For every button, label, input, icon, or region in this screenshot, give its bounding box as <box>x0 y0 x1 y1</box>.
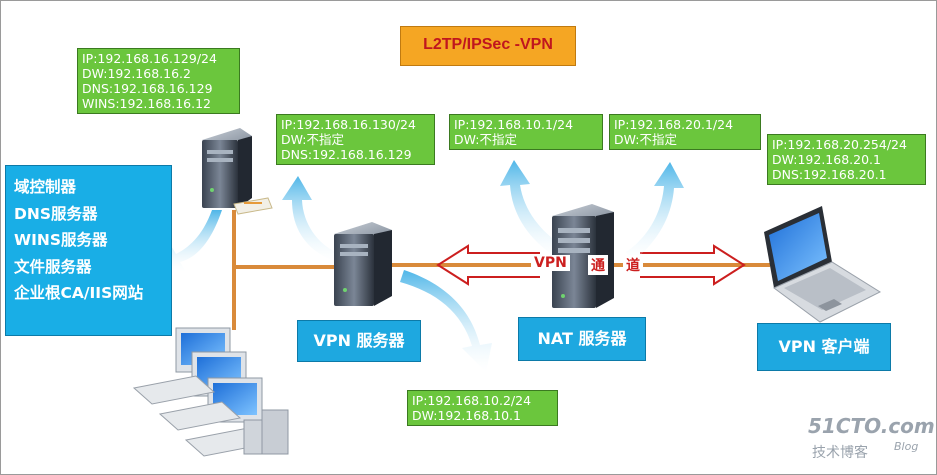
watermark-site: 51CTO.com <box>808 414 935 438</box>
tunnel-arrows <box>436 244 746 286</box>
workstations-icon <box>132 327 289 457</box>
watermark-blog: Blog <box>894 440 919 453</box>
client-gateway: DW:192.168.20.1 <box>772 152 881 167</box>
dc-roles-box: 域控制器 DNS服务器 WINS服务器 文件服务器 企业根CA/IIS网站 <box>5 165 172 336</box>
nat-inner-gateway: DW:不指定 <box>454 132 517 147</box>
vpn-outer-info-box: IP:192.168.10.2/24 DW:192.168.10.1 <box>407 390 558 426</box>
tunnel-arrow-right <box>640 244 746 286</box>
arrow-vpn-to-inner-info <box>282 176 336 262</box>
vpn-inner-gateway: DW:不指定 <box>281 132 344 147</box>
role-domain-controller: 域控制器 <box>14 178 77 196</box>
vpn-inner-dns: DNS:192.168.16.129 <box>281 147 412 162</box>
network-links <box>232 210 770 330</box>
dc-dns: DNS:192.168.16.129 <box>82 81 213 96</box>
vpn-server-icon <box>334 222 392 306</box>
nat-server-label: NAT 服务器 <box>518 317 646 361</box>
nat-outer-ip: IP:192.168.20.1/24 <box>614 117 734 132</box>
vpn-outer-ip: IP:192.168.10.2/24 <box>412 393 532 408</box>
nat-outer-info-box: IP:192.168.20.1/24 DW:不指定 <box>609 114 761 150</box>
nat-outer-gateway: DW:不指定 <box>614 132 677 147</box>
role-dns-server: DNS服务器 <box>14 204 98 223</box>
role-file-server: 文件服务器 <box>14 257 92 276</box>
tunnel-label-dao: 道 <box>623 255 643 275</box>
arrow-nat-to-inner-info <box>500 160 566 260</box>
client-ip: IP:192.168.20.254/24 <box>772 137 907 152</box>
vpn-server-label: VPN 服务器 <box>297 320 421 362</box>
diagram-title: L2TP/IPSec -VPN <box>400 26 576 66</box>
vpn-client-label: VPN 客户端 <box>757 323 891 371</box>
role-enterprise-root-ca: 企业根CA/IIS网站 <box>14 284 144 302</box>
client-info-box: IP:192.168.20.254/24 DW:192.168.20.1 DNS… <box>767 134 926 185</box>
vpn-inner-info-box: IP:192.168.16.130/24 DW:不指定 DNS:192.168.… <box>276 114 435 165</box>
tunnel-arrow-left <box>436 244 540 286</box>
dc-ip: IP:192.168.16.129/24 <box>82 51 217 66</box>
pointer-arrows <box>160 160 684 372</box>
arrow-vpn-to-outer-info <box>400 270 492 372</box>
vpn-outer-gateway: DW:192.168.10.1 <box>412 408 521 423</box>
domain-controller-server-icon <box>202 128 273 215</box>
arrow-dc-to-roles <box>160 210 222 272</box>
arrow-nat-to-outer-info <box>626 162 684 262</box>
watermark-sub: 技术博客 <box>812 445 868 461</box>
tunnel-label-vpn: VPN <box>531 255 570 271</box>
role-wins-server: WINS服务器 <box>14 231 108 249</box>
dc-gateway: DW:192.168.16.2 <box>82 66 191 81</box>
client-dns: DNS:192.168.20.1 <box>772 167 887 182</box>
dc-info-box: IP:192.168.16.129/24 DW:192.168.16.2 DNS… <box>77 48 240 114</box>
tunnel-label-tong: 通 <box>588 255 608 275</box>
vpn-inner-ip: IP:192.168.16.130/24 <box>281 117 416 132</box>
laptop-icon <box>764 206 882 323</box>
nat-inner-ip: IP:192.168.10.1/24 <box>454 117 574 132</box>
dc-wins: WINS:192.168.16.12 <box>82 96 211 111</box>
nat-inner-info-box: IP:192.168.10.1/24 DW:不指定 <box>449 114 603 150</box>
